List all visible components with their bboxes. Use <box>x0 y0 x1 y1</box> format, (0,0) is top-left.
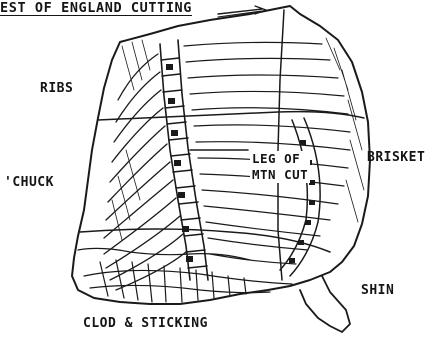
label-shin: SHIN <box>361 284 394 297</box>
clod-sticking-region <box>78 248 292 302</box>
label-leg-of-mtn-cut-line1: LEG OF <box>252 151 308 167</box>
label-clod-and-sticking: CLOD & STICKING <box>83 317 208 330</box>
shin-outline <box>300 276 350 332</box>
diagram-title: EST OF ENGLAND CUTTING <box>0 2 192 16</box>
label-leg-of-mtn-cut: LEG OF MTN CUT <box>250 151 310 183</box>
label-ribs: RIBS <box>40 82 73 95</box>
label-brisket: BRISKET <box>367 151 425 164</box>
label-chuck: 'CHUCK <box>4 176 54 189</box>
chine-bone <box>160 40 208 280</box>
label-leg-of-mtn-cut-line2: MTN CUT <box>252 167 308 183</box>
